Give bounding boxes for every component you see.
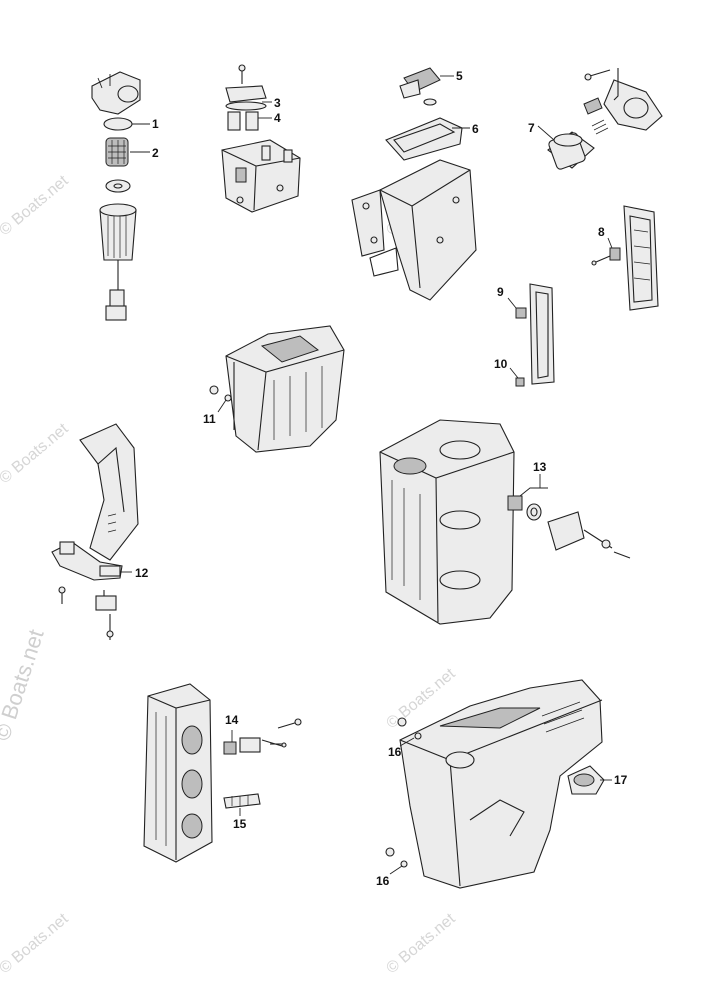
callout-7: 7	[528, 121, 535, 135]
callout-16-top: 16	[388, 745, 402, 759]
callout-11: 11	[203, 412, 216, 426]
callout-12: 12	[135, 566, 149, 580]
cylinder-block	[379, 419, 631, 625]
cylinder-head	[143, 683, 302, 863]
callout-10: 10	[494, 357, 508, 371]
fuel-pump-assembly	[221, 64, 301, 213]
sensor-and-manifold	[351, 67, 477, 301]
callout-3: 3	[274, 96, 281, 110]
crankcase-top	[209, 325, 345, 453]
callout-14: 14	[225, 713, 239, 727]
callout-1: 1	[152, 117, 159, 131]
callout-6: 6	[472, 122, 479, 136]
callout-13: 13	[533, 460, 547, 474]
callout-9: 9	[497, 285, 504, 299]
gearcase-assembly	[385, 679, 605, 889]
callout-5: 5	[456, 69, 463, 83]
callout-15: 15	[233, 817, 247, 831]
bracket-assembly	[51, 423, 139, 640]
callout-8: 8	[598, 225, 605, 239]
callout-17: 17	[614, 773, 628, 787]
callout-2: 2	[152, 146, 159, 160]
callout-16-bottom: 16	[376, 874, 390, 888]
oil-filter-assembly	[547, 68, 663, 170]
cover-plates	[515, 205, 659, 387]
fuel-filter-assembly	[91, 71, 141, 321]
callout-4: 4	[274, 111, 281, 125]
